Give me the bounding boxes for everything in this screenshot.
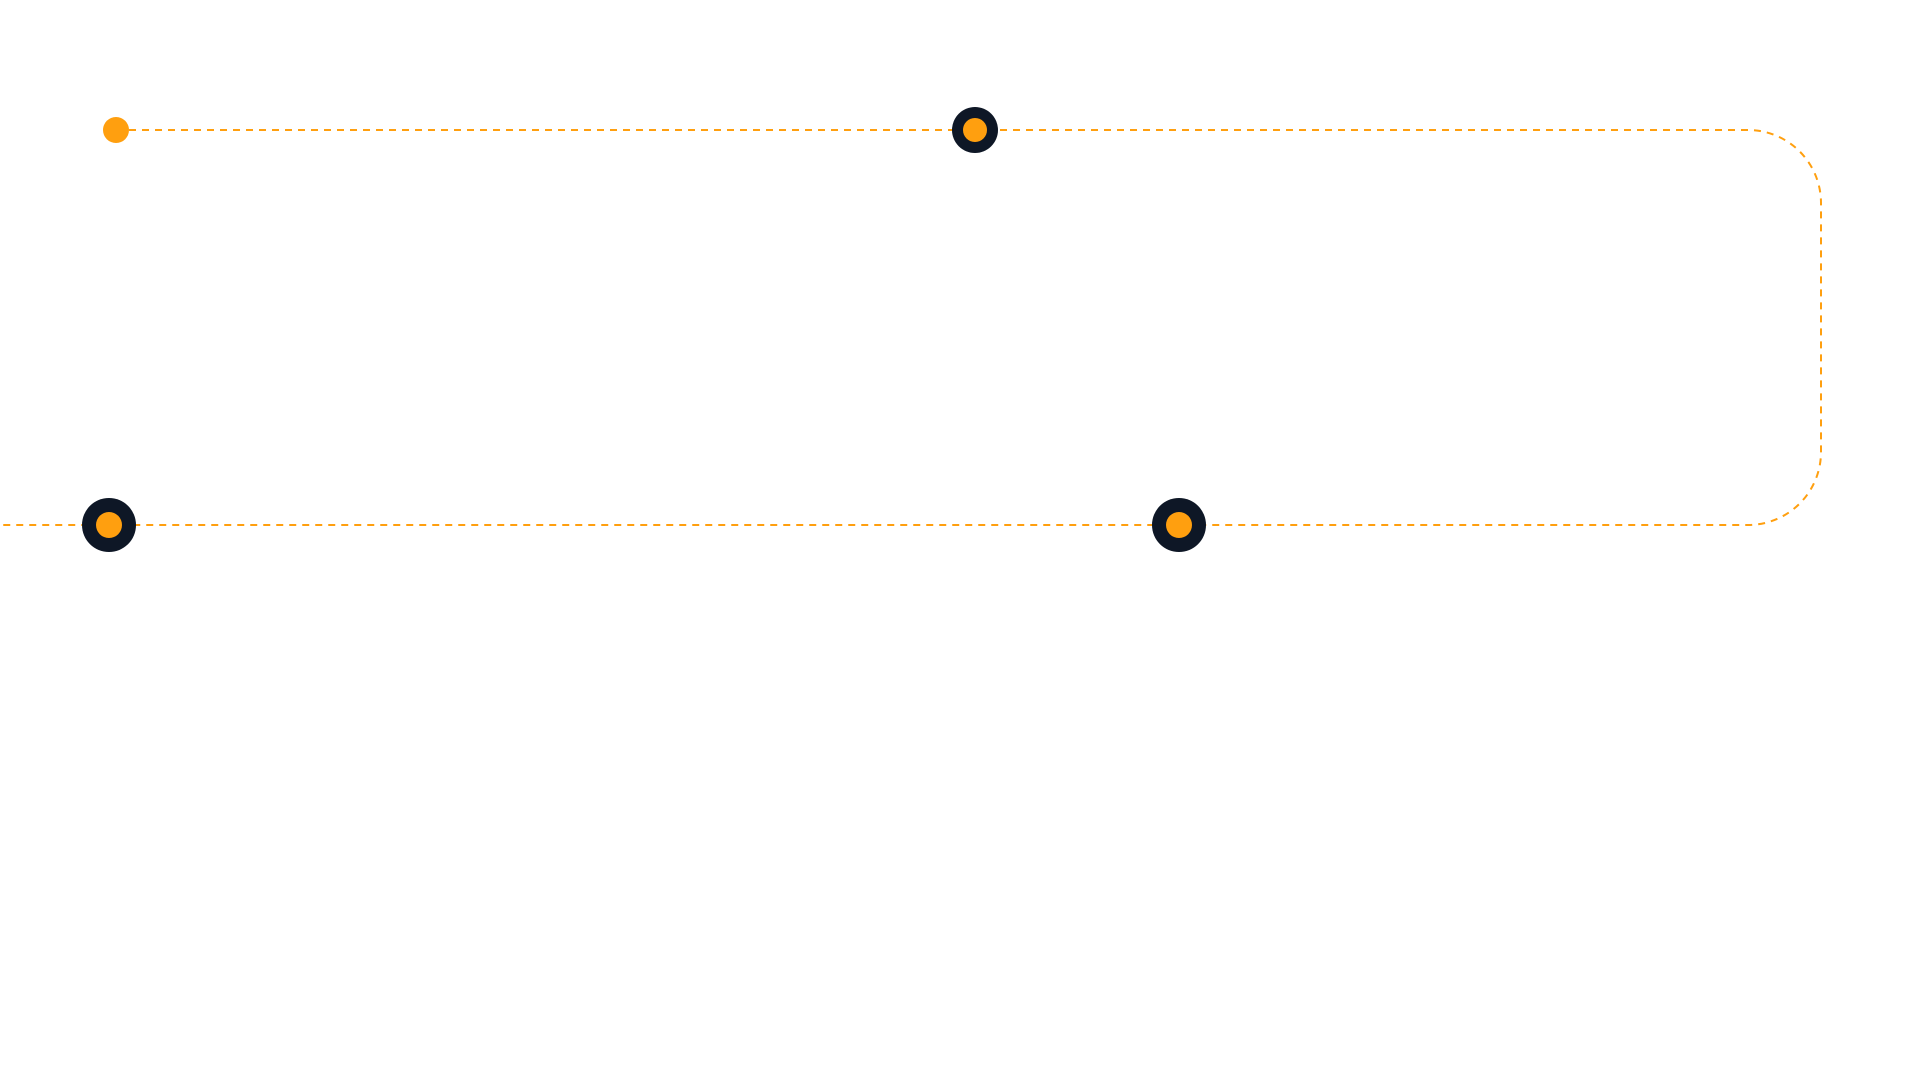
- bottom-milestone-right-ring: [1152, 498, 1206, 552]
- bottom-milestone-left-ring: [82, 498, 136, 552]
- start-dot: [103, 117, 129, 143]
- dashed-timeline-path: [0, 129, 1822, 526]
- top-milestone-ring: [952, 107, 998, 153]
